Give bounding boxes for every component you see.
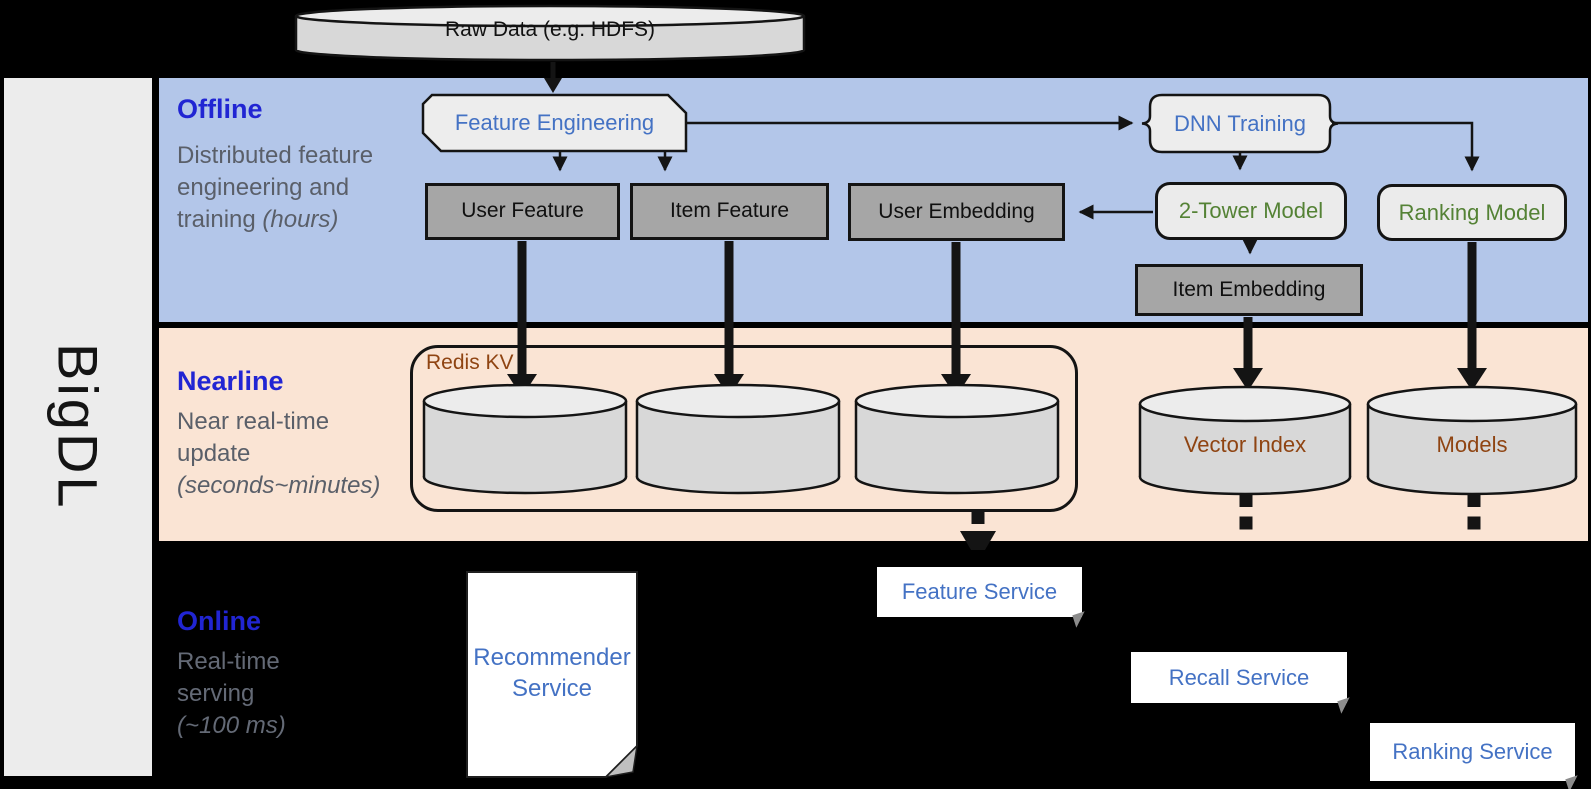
feature-engineering-node: Feature Engineering — [454, 110, 655, 135]
two-tower-model-node: 2-Tower Model — [1155, 182, 1347, 240]
item-feature-node: Item Feature — [630, 183, 829, 240]
online-section-title: Online — [177, 606, 262, 636]
recall-service-node: Recall Service — [1131, 652, 1354, 714]
feature-service-node: Feature Service — [877, 567, 1089, 628]
nearline-desc-text: Near real-time update — [177, 408, 330, 467]
models-label: Models — [1436, 432, 1508, 457]
ranking-model-node: Ranking Model — [1377, 184, 1567, 241]
nearline-section-title: Nearline — [177, 366, 284, 396]
page-fold-icon — [1337, 697, 1354, 714]
online-desc-duration: (~100 ms) — [177, 712, 286, 739]
offline-section-title: Offline — [177, 94, 263, 124]
feature-service-label: Feature Service — [901, 579, 1058, 604]
nearline-section-desc: Near real-time update (seconds~minutes) — [177, 406, 382, 502]
redis-kv-container — [410, 345, 1078, 512]
ranking-service-label: Ranking Service — [1392, 739, 1553, 764]
ranking-service-node: Ranking Service — [1370, 723, 1582, 789]
offline-desc-duration: (hours) — [262, 206, 339, 233]
online-section-desc: Real-time serving (~100 ms) — [177, 646, 312, 742]
offline-desc-text: Distributed feature engineering and trai… — [177, 142, 374, 233]
nearline-desc-duration: (seconds~minutes) — [177, 472, 381, 499]
redis-kv-label: Redis KV — [426, 351, 514, 374]
recommender-service-label: Recommender Service — [473, 644, 631, 702]
bigdl-logo-text: BigDL — [46, 343, 110, 511]
page-fold-icon — [1565, 775, 1582, 789]
dnn-training-node: DNN Training — [1173, 110, 1307, 136]
online-desc-text: Real-time serving — [177, 648, 280, 707]
recall-service-label: Recall Service — [1168, 664, 1310, 690]
vector-index-label: Vector Index — [1183, 432, 1307, 457]
offline-section-desc: Distributed feature engineering and trai… — [177, 140, 387, 236]
user-feature-node: User Feature — [425, 183, 620, 240]
page-fold-icon — [1072, 611, 1089, 628]
bigdl-sidebar: BigDL — [4, 78, 152, 776]
raw-data-label: Raw Data (e.g. HDFS) — [444, 18, 656, 41]
user-embedding-node: User Embedding — [848, 183, 1065, 241]
item-embedding-node: Item Embedding — [1135, 264, 1363, 316]
